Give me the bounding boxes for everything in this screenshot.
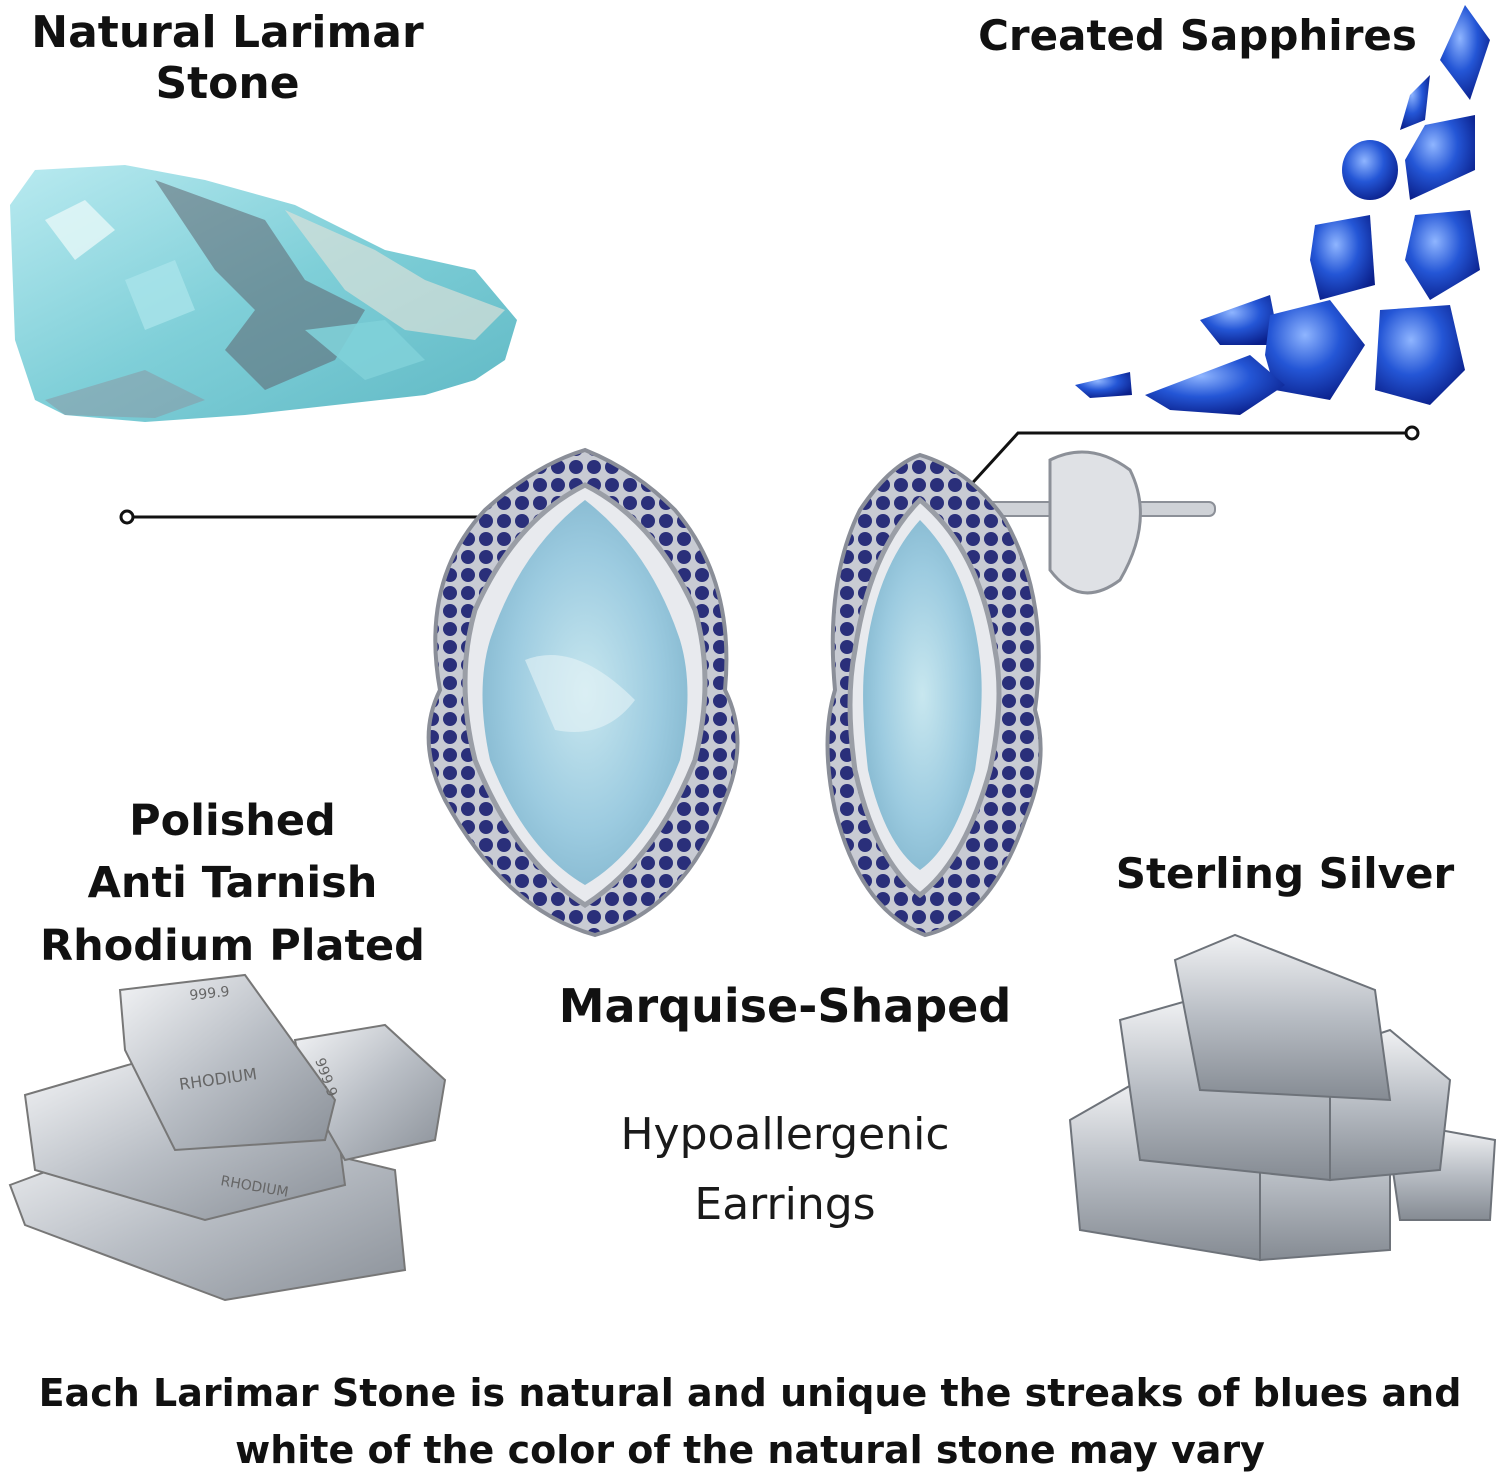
sterling-silver-bars-image xyxy=(1068,933,1497,1262)
rhodium-plated-label: Polished Anti Tarnish Rhodium Plated xyxy=(40,796,425,971)
natural-larimar-label: Natural Larimar Stone xyxy=(31,7,424,109)
larimar-rough-stone-image xyxy=(10,165,517,422)
footer-note: Each Larimar Stone is natural and unique… xyxy=(38,1371,1462,1472)
right-earring-image xyxy=(825,450,1216,938)
marquise-shaped-label: Marquise-Shaped xyxy=(558,979,1012,1033)
left-earring-image xyxy=(426,447,740,938)
created-sapphires-image xyxy=(1075,5,1490,415)
created-sapphires-label: Created Sapphires xyxy=(978,11,1417,60)
hypoallergenic-earrings-label: Hypoallergenic Earrings xyxy=(620,1109,950,1231)
sterling-silver-label: Sterling Silver xyxy=(1115,849,1455,898)
rhodium-bars-image: 999.9 RHODIUM RHODIUM 999.9 xyxy=(8,973,447,1302)
bar-top-engraving: 999.9 xyxy=(189,984,231,1004)
